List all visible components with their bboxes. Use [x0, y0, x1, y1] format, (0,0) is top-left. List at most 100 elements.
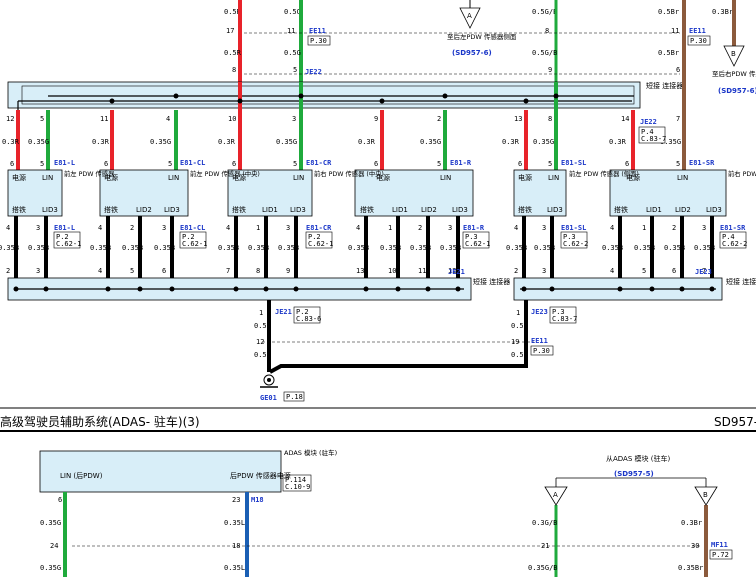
- wire-label: 0.35G: [28, 138, 49, 146]
- section-code: SD957-: [714, 415, 756, 429]
- svg-text:E81-L: E81-L: [54, 224, 75, 232]
- svg-text:电源: 电源: [518, 173, 532, 182]
- pin: 11: [671, 27, 679, 35]
- pin: 11: [100, 115, 108, 123]
- wire-label: 0.5G/B: [532, 49, 557, 57]
- junction-dot: [549, 286, 555, 292]
- wire-label: 0.35B: [506, 244, 527, 252]
- pin: 2: [514, 267, 518, 275]
- svg-text:LID3: LID3: [290, 206, 306, 214]
- wire-label: 0.35B: [122, 244, 143, 252]
- junction-dot: [263, 286, 269, 292]
- page-ref-box: [709, 549, 733, 560]
- svg-text:搭铁: 搭铁: [232, 205, 246, 214]
- junction-dot: [425, 286, 431, 292]
- pin: 5: [676, 160, 680, 168]
- page-ref: P.30: [533, 347, 550, 355]
- pin: 6: [104, 160, 108, 168]
- wire-label: 0.5R: [224, 8, 242, 16]
- pin: 2: [418, 224, 422, 232]
- svg-text:LIN: LIN: [168, 174, 179, 182]
- svg-text:E81-CL: E81-CL: [180, 224, 205, 232]
- svg-text:C.62-1: C.62-1: [182, 240, 207, 248]
- page-ref-box: [687, 35, 711, 46]
- pin: 30: [691, 542, 699, 550]
- pin: 12: [256, 338, 264, 346]
- svg-text:电源: 电源: [376, 173, 390, 182]
- sensor-boxes: [7, 169, 727, 217]
- wire-label: 0.35L: [224, 564, 245, 572]
- connector-label: JE22: [640, 118, 657, 126]
- wire-label: 0.5G: [284, 49, 301, 57]
- page-ref: C.83-6: [296, 315, 321, 323]
- junction-dot: [679, 286, 685, 292]
- pin: 4: [610, 267, 614, 275]
- pin: 10: [228, 115, 236, 123]
- svg-text:电源: 电源: [626, 173, 640, 182]
- wire-label: 0.3R: [609, 138, 627, 146]
- page-ref-box: [530, 345, 554, 356]
- junction-dot: [709, 286, 715, 292]
- svg-text:C.62-2: C.62-2: [722, 240, 747, 248]
- pin: 4: [514, 224, 518, 232]
- junction-dot: [617, 286, 623, 292]
- wire-label: 0.5B: [511, 351, 528, 359]
- svg-text:前左 PDW 传感器 (侧面): 前左 PDW 传感器 (侧面): [569, 169, 639, 178]
- pin: 5: [642, 267, 646, 275]
- wire-label: 0.35B: [410, 244, 431, 252]
- pin: 4: [98, 224, 102, 232]
- offpage-connector-b: [723, 45, 745, 67]
- junction-dot: [169, 286, 175, 292]
- wire-label: 0.35B: [28, 244, 49, 252]
- pin: 10: [388, 267, 396, 275]
- pin: 3: [448, 224, 452, 232]
- pin: 8: [232, 66, 236, 74]
- pin: 6: [58, 496, 62, 504]
- connector-label: JE21: [275, 308, 292, 316]
- offpage-letter: A: [467, 12, 472, 20]
- wire-label: 0.35G: [150, 138, 171, 146]
- pin: 7: [702, 267, 706, 275]
- wire-label: 0.35B: [90, 244, 111, 252]
- svg-text:搭铁: 搭铁: [104, 205, 118, 214]
- wire-label: 0.35L: [224, 519, 245, 527]
- pin: 6: [232, 160, 236, 168]
- wire-label: 0.35G: [420, 138, 441, 146]
- pin: 6: [162, 267, 166, 275]
- wire-label: 0.35B: [440, 244, 461, 252]
- ground-label: GE01: [260, 394, 277, 402]
- wire-label: 0.3Br: [712, 8, 733, 16]
- wire-label: 0.35G: [40, 564, 61, 572]
- page-ref: P.18: [286, 393, 303, 401]
- pin: 17: [226, 27, 234, 35]
- wire-label: 0.5B: [511, 322, 528, 330]
- junction-dot: [233, 286, 239, 292]
- pin: 5: [437, 160, 441, 168]
- pin: 3: [292, 115, 296, 123]
- short-connector-label: 短接 连接器: [646, 81, 683, 90]
- pin: 4: [166, 115, 170, 123]
- page-ref: P.3: [552, 308, 565, 316]
- pin: 6: [374, 160, 378, 168]
- pin: 24: [50, 542, 58, 550]
- page-ref: P.30: [310, 37, 327, 45]
- wire-label: 0.3R: [92, 138, 110, 146]
- svg-text:C.62-1: C.62-1: [308, 240, 333, 248]
- svg-text:LID3: LID3: [164, 206, 180, 214]
- pin: 8: [256, 267, 260, 275]
- svg-text:LIN: LIN: [42, 174, 53, 182]
- svg-text:前左 PDW 传感器 (中央): 前左 PDW 传感器 (中央): [190, 169, 260, 178]
- wire-label: 0.35G/B: [528, 564, 558, 572]
- svg-text:LIN: LIN: [440, 174, 451, 182]
- pin: 3: [542, 267, 546, 275]
- junction-dot: [395, 286, 401, 292]
- junction-dot: [105, 286, 111, 292]
- wire-label: 0.35B: [534, 244, 555, 252]
- module-label: ADAS 模块 (驻车): [284, 448, 337, 457]
- svg-text:LID3: LID3: [42, 206, 58, 214]
- pin: 5: [168, 160, 172, 168]
- svg-text:电源: 电源: [12, 173, 26, 182]
- svg-text:P.2: P.2: [308, 233, 321, 241]
- pin: 5: [40, 160, 44, 168]
